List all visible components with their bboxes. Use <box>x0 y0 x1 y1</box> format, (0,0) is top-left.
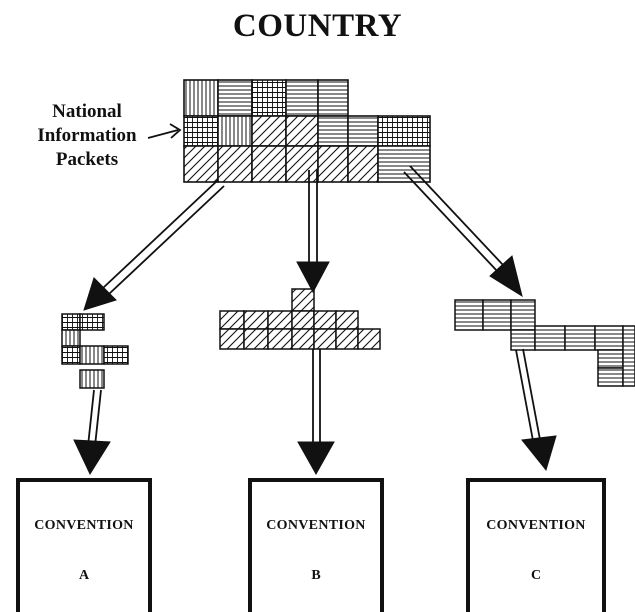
arrow-heads <box>73 255 557 476</box>
arrows <box>87 165 542 448</box>
arrow-to-convention-c <box>515 348 542 447</box>
arrow-to-packet-c <box>403 165 505 273</box>
national-packets-grid <box>183 79 431 183</box>
arrow-to-packet-b <box>308 170 318 266</box>
arrow-to-packet-a <box>102 179 225 295</box>
label-pointer-arrow <box>147 123 182 139</box>
convention-b-name: CONVENTION <box>266 518 366 533</box>
arrowhead-packet-a <box>83 277 117 311</box>
convention-c-box: CONVENTION C <box>466 478 606 612</box>
convention-c-letter: C <box>530 568 542 583</box>
convention-c-name: CONVENTION <box>486 518 586 533</box>
arrowhead-packet-c <box>489 255 523 298</box>
label-line-3: Packets <box>55 149 119 170</box>
packet-a <box>61 313 129 389</box>
diagram-title: COUNTRY <box>232 8 403 44</box>
convention-a-name: CONVENTION <box>34 518 134 533</box>
convention-a-box: CONVENTION A <box>16 478 152 612</box>
arrowhead-packet-b <box>296 261 330 294</box>
arrow-to-convention-b <box>312 349 321 448</box>
convention-a-letter: A <box>78 568 90 583</box>
arrowhead-convention-c <box>521 435 557 472</box>
arrow-to-convention-a <box>87 389 102 447</box>
packet-c <box>454 299 635 387</box>
label-line-2: Information <box>37 125 137 146</box>
convention-b-letter: B <box>311 568 321 583</box>
national-packets-label: National Information Packets <box>2 100 172 172</box>
label-line-1: National <box>52 101 122 122</box>
arrowhead-convention-b <box>297 441 335 476</box>
packet-b <box>219 288 381 350</box>
arrowhead-convention-a <box>73 439 111 476</box>
convention-b-box: CONVENTION B <box>248 478 384 612</box>
